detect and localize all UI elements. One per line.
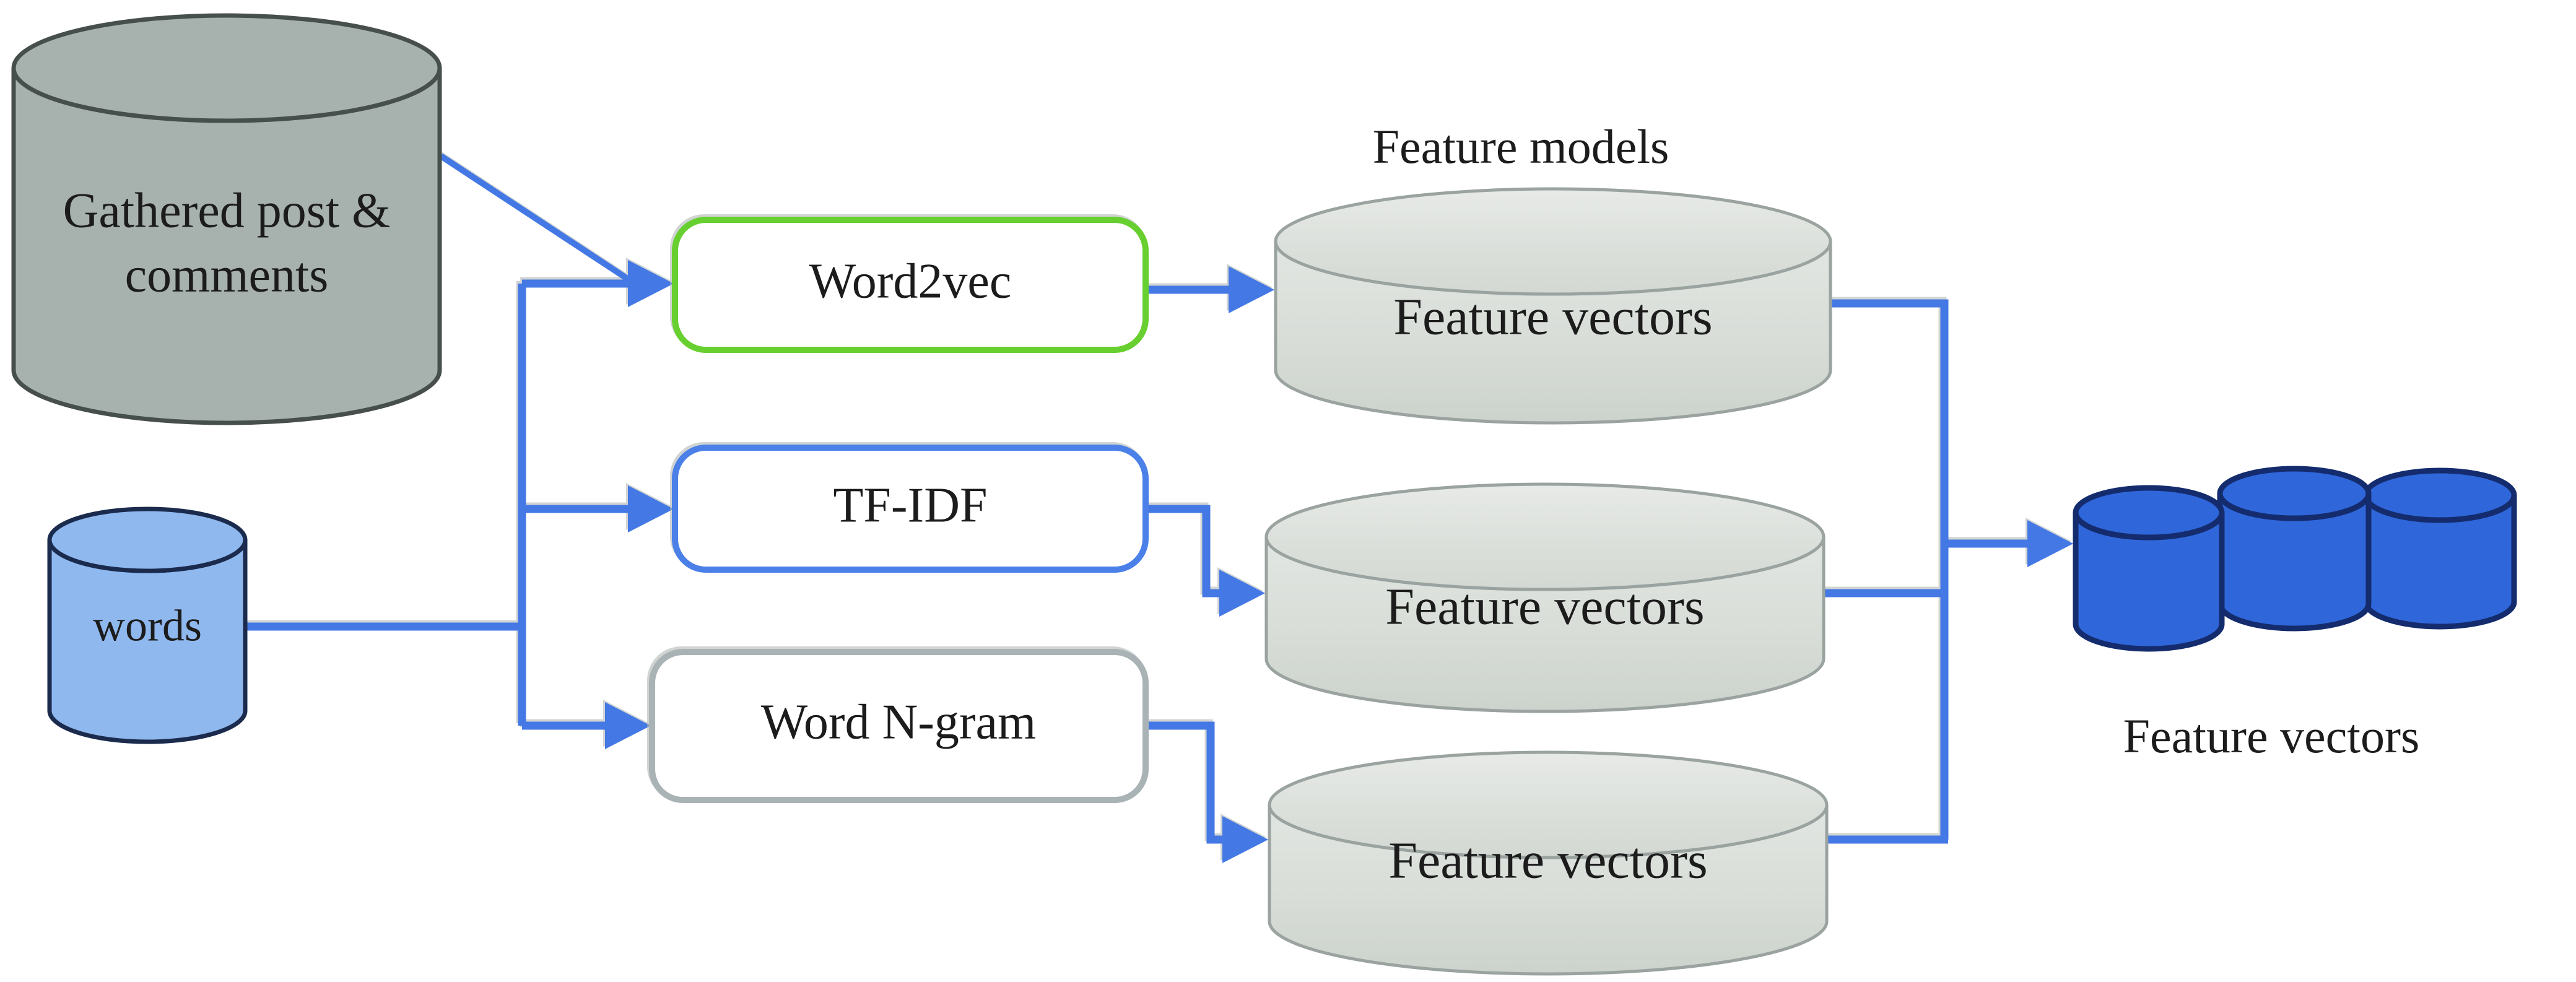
node-word2vec-box: Word2vec xyxy=(672,217,1149,353)
arrowhead-into-fv2 xyxy=(1219,570,1265,617)
connector-layer xyxy=(246,153,2073,863)
edge-tfidf-to-fv2 xyxy=(1146,505,1223,597)
edge-ngram-to-fv3 xyxy=(1146,721,1226,844)
fv-cluster-cylinder-right xyxy=(2362,467,2517,630)
fv2-db-cylinder-top xyxy=(1264,482,1825,591)
words-db-cylinder-top xyxy=(47,506,248,573)
node-words-db: words xyxy=(47,506,248,744)
node-fv2-db: Feature vectors xyxy=(1264,482,1825,713)
words-db-label: words xyxy=(93,601,202,651)
edge-gathered-to-word2vec xyxy=(439,153,631,283)
fv-cluster-cylinder-left xyxy=(2073,485,2225,652)
word2vec-box-shape xyxy=(672,217,1149,353)
tfidf-box-shape xyxy=(672,445,1149,573)
fv2-db-label: Feature vectors xyxy=(1385,578,1704,635)
fv1-db-label: Feature vectors xyxy=(1393,288,1712,345)
node-gathered-posts-db: Gathered post & comments xyxy=(11,13,442,425)
arrowhead-into-word2vec xyxy=(628,260,674,307)
node-ngram-box: Word N-gram xyxy=(649,649,1149,803)
node-fv1-db: Feature vectors xyxy=(1274,187,1832,425)
ngram-box-shape xyxy=(649,649,1149,803)
fv-cluster-label: Feature vectors xyxy=(2123,709,2420,763)
arrowhead-into-ngram xyxy=(605,702,651,749)
node-fv-cluster: Feature vectors xyxy=(2073,466,2517,763)
ngram-box-label: Word N-gram xyxy=(761,695,1037,749)
tfidf-box-label: TF-IDF xyxy=(833,478,988,532)
word2vec-box-label: Word2vec xyxy=(809,254,1012,308)
node-fv3-db: Feature vectors xyxy=(1268,750,1829,976)
arrowhead-into-cluster xyxy=(2027,520,2073,567)
arrowhead-into-fv3 xyxy=(1222,816,1268,863)
fv3-db-cylinder-top xyxy=(1268,750,1829,859)
edge-fv1-to-merge xyxy=(1830,299,1949,840)
feature-models-title: Feature models xyxy=(1373,119,1669,173)
gathered-db-cylinder-top xyxy=(11,13,442,123)
fv3-db-label: Feature vectors xyxy=(1388,832,1707,889)
arrowhead-into-tfidf xyxy=(628,485,674,532)
gathered-db-label-line2: comments xyxy=(125,248,329,302)
node-tfidf-box: TF-IDF xyxy=(672,445,1149,573)
arrowhead-into-fv1 xyxy=(1229,266,1274,313)
gathered-db-label-line1: Gathered post & xyxy=(63,183,391,238)
fv1-db-cylinder-top xyxy=(1274,187,1832,296)
fv-cluster-cylinder-middle xyxy=(2217,466,2372,632)
